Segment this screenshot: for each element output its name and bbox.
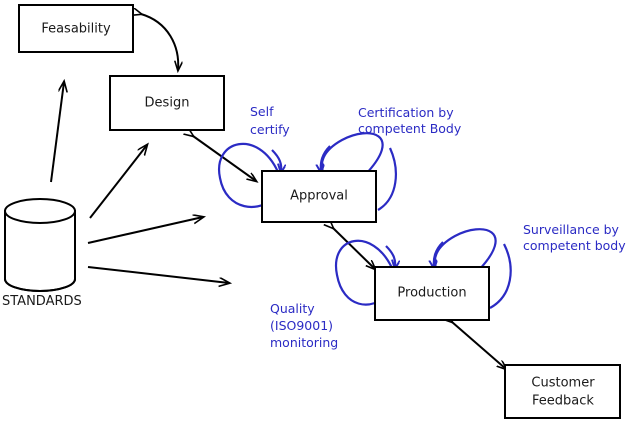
loop-surveillance [434, 228, 512, 309]
annotation-self-certify: Self certify [250, 104, 290, 137]
node-approval-label: Approval [290, 189, 348, 204]
edge-standards-design [89, 145, 147, 219]
annotation-quality-line3: monitoring [270, 335, 338, 350]
node-customer-feedback[interactable]: Customer Feedback [504, 364, 621, 419]
loop-certification [321, 132, 397, 211]
node-production-label: Production [397, 286, 466, 301]
annotation-quality-monitoring: Quality (ISO9001) monitoring [270, 301, 338, 350]
edge-standards-approval [87, 217, 203, 244]
node-design-label: Design [145, 96, 190, 111]
annotation-surveillance: Surveillance by competent body [523, 222, 626, 253]
annotation-certification-line2: competent Body [358, 121, 462, 136]
edge-standards-feasability [50, 82, 64, 183]
node-approval[interactable]: Approval [261, 170, 377, 223]
node-production[interactable]: Production [374, 266, 490, 321]
annotation-certification: Certification by competent Body [358, 105, 462, 136]
annotation-certification-line1: Certification by [358, 105, 454, 120]
node-feasability-label: Feasability [41, 22, 111, 37]
annotation-quality-line2: (ISO9001) [270, 318, 333, 333]
annotation-surveillance-line1: Surveillance by [523, 222, 620, 237]
node-customer-feedback-label-line1: Customer [531, 376, 595, 391]
annotation-self-certify-line1: Self [250, 104, 274, 119]
edge-feasability-design [141, 14, 178, 70]
annotation-quality-line1: Quality [270, 301, 315, 316]
annotation-self-certify-line2: certify [250, 122, 290, 137]
edge-design-approval [193, 136, 256, 181]
node-design[interactable]: Design [109, 75, 225, 131]
node-customer-feedback-label-line2: Feedback [532, 394, 594, 409]
edge-standards-production [87, 266, 229, 283]
node-standards[interactable]: STANDARDS [2, 198, 82, 309]
edge-approval-production [333, 228, 375, 269]
node-feasability[interactable]: Feasability [18, 4, 134, 53]
node-standards-label: STANDARDS [2, 294, 82, 309]
edge-production-customer-feedback [452, 322, 506, 369]
annotation-surveillance-line2: competent body [523, 238, 626, 253]
